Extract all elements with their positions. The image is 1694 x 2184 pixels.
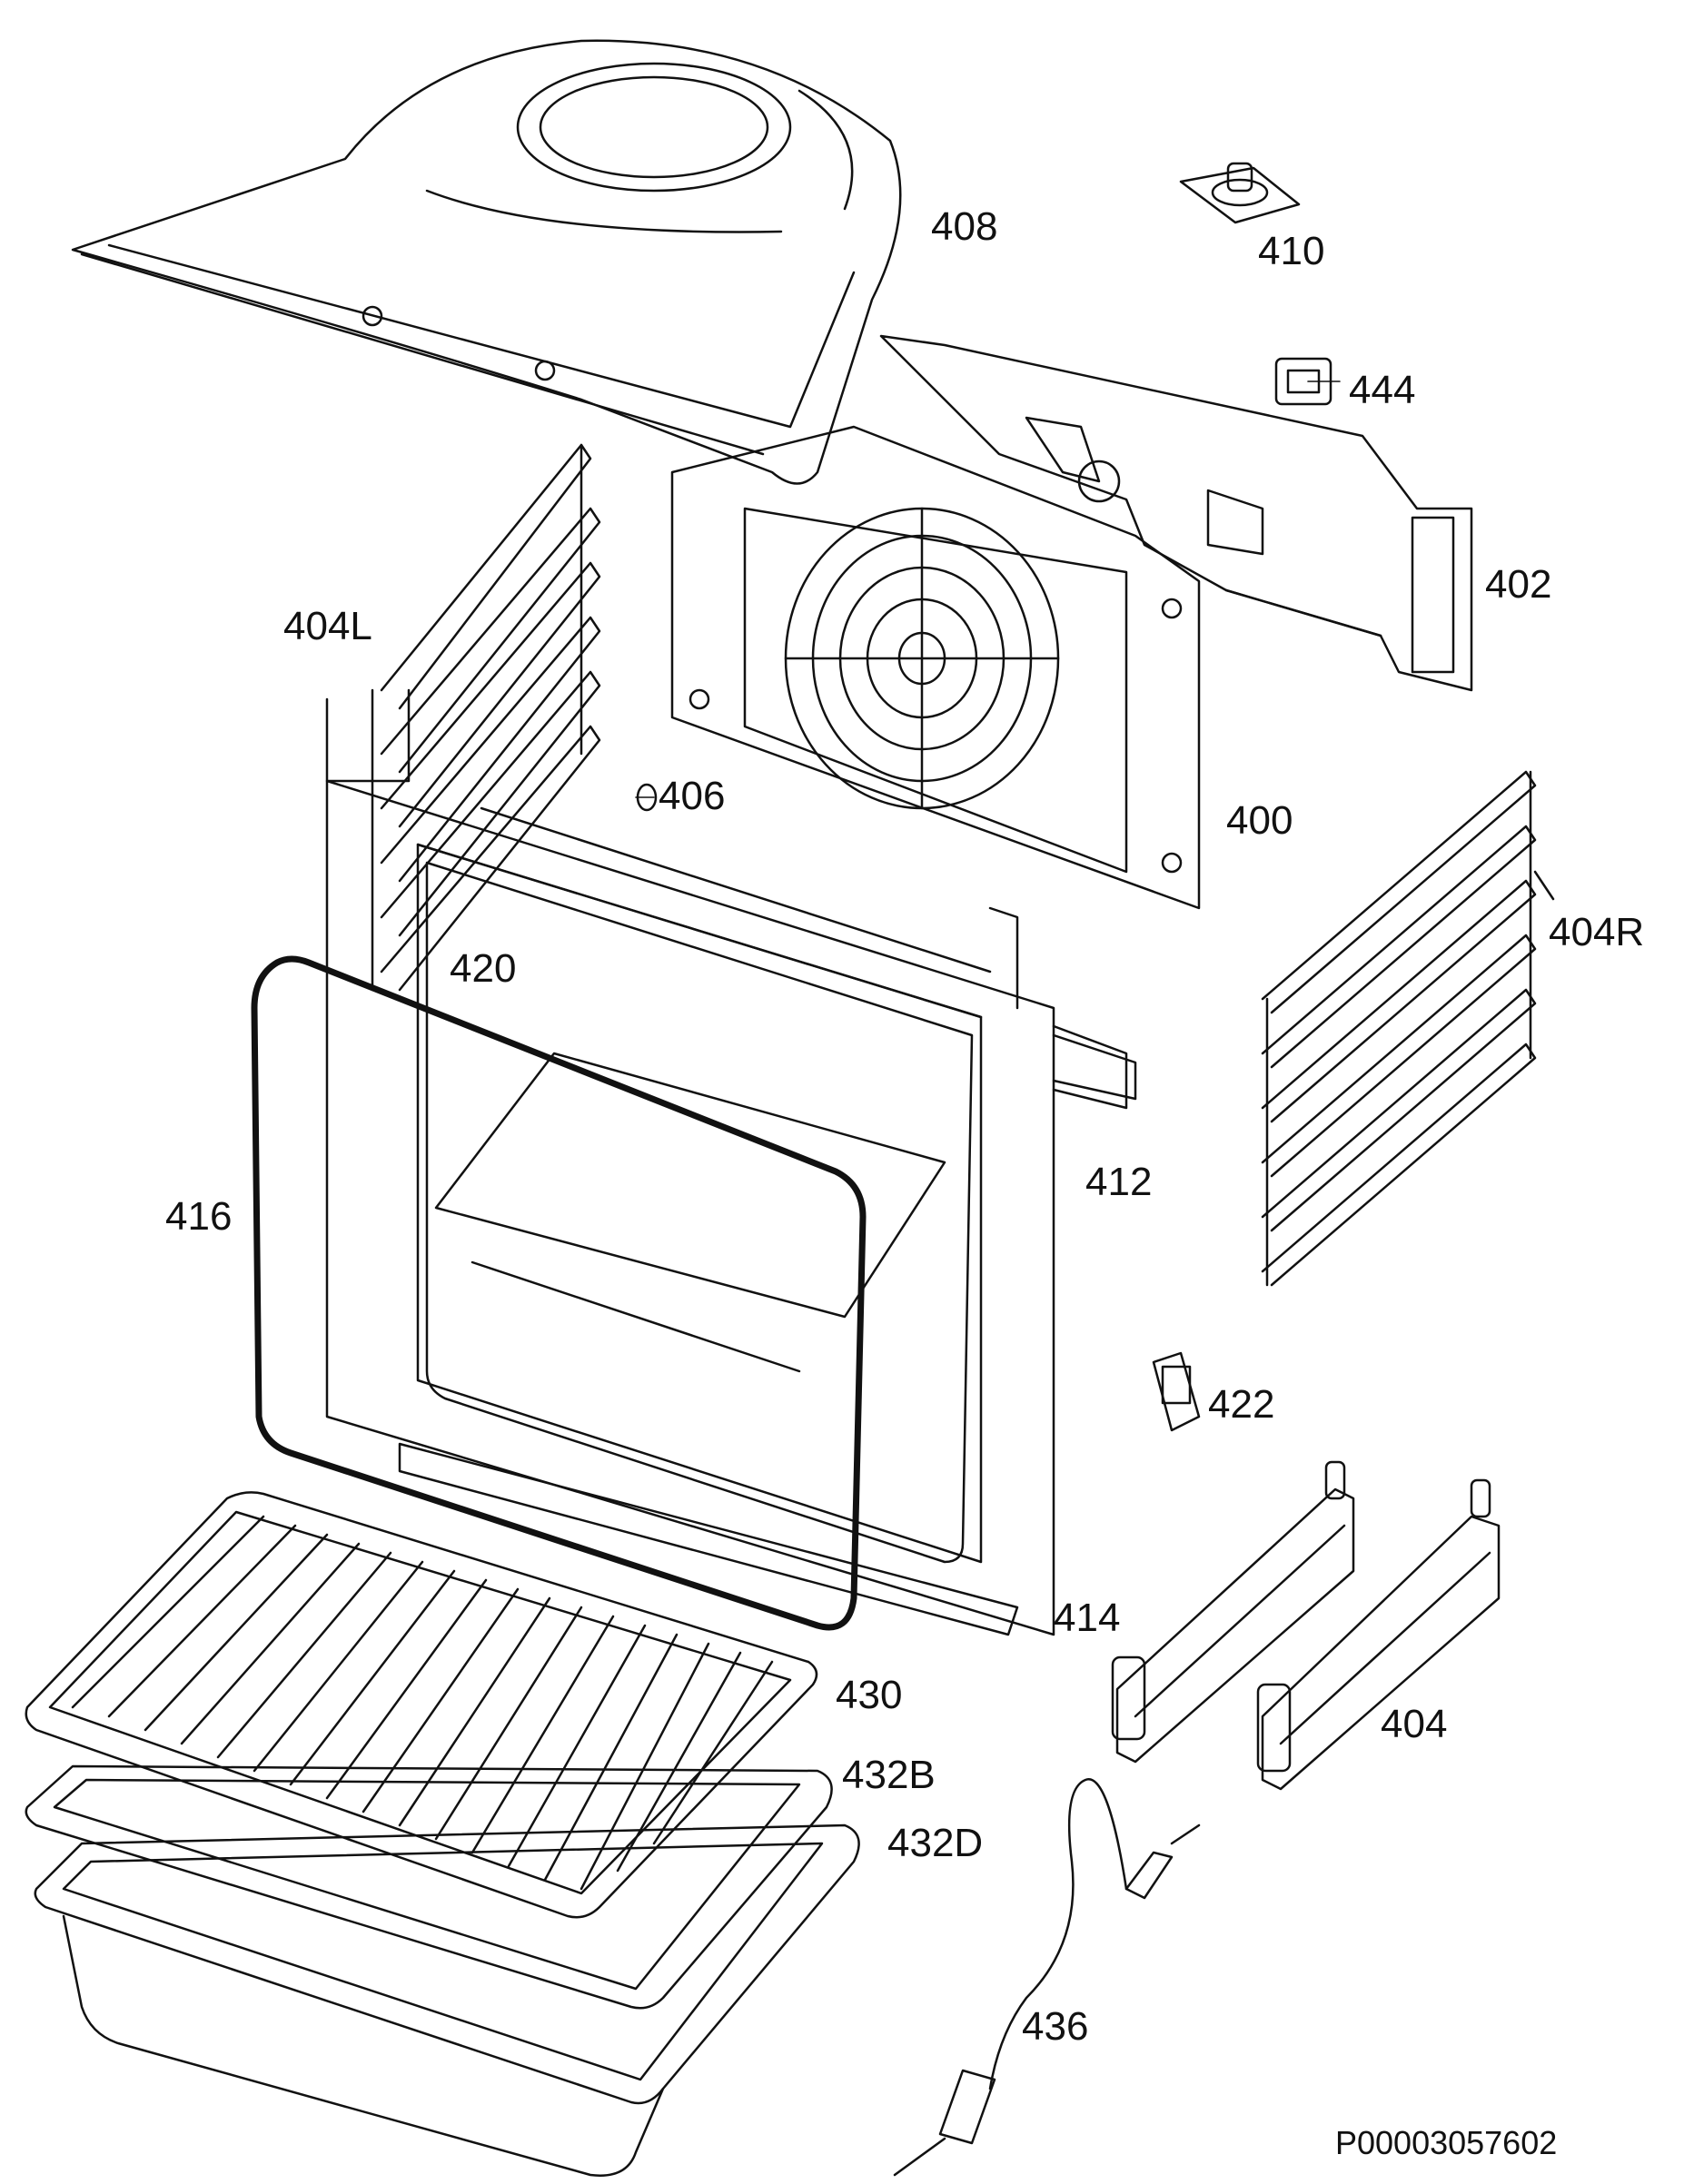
telescopic-runner-404-a[interactable] — [1111, 1460, 1355, 1764]
wire-rack-430[interactable] — [25, 1491, 818, 1919]
label-402: 402 — [1485, 562, 1552, 607]
door-gasket-416[interactable] — [251, 955, 867, 1631]
label-416: 416 — [165, 1194, 233, 1239]
top-cover-408[interactable] — [71, 39, 902, 485]
bracket-402[interactable] — [879, 334, 1473, 692]
label-422: 422 — [1208, 1382, 1275, 1427]
bracket-412[interactable] — [1052, 1024, 1128, 1110]
label-410: 410 — [1258, 229, 1325, 273]
label-404: 404 — [1381, 1702, 1448, 1746]
drawing-code: P00003057602 — [1335, 2124, 1558, 2161]
label-412: 412 — [1085, 1160, 1153, 1204]
baking-tray-432B[interactable] — [25, 1764, 833, 2010]
back-panel-400[interactable] — [670, 425, 1201, 910]
telescopic-runner-404-b[interactable] — [1256, 1478, 1501, 1791]
label-436: 436 — [1022, 2004, 1089, 2049]
deep-tray-432D[interactable] — [34, 1823, 860, 2177]
label-400: 400 — [1226, 798, 1293, 843]
shelf-rail-404R[interactable] — [1261, 770, 1555, 1287]
label-406: 406 — [659, 774, 726, 818]
shelf-rail-404L[interactable] — [325, 443, 601, 992]
oven-cavity-420[interactable] — [325, 779, 1137, 1636]
thermostat-410[interactable] — [1179, 162, 1301, 224]
label-432B: 432B — [842, 1753, 936, 1797]
label-408: 408 — [931, 204, 998, 249]
label-420: 420 — [450, 946, 517, 991]
leader-lines — [635, 380, 1341, 798]
label-404L: 404L — [283, 604, 372, 648]
meat-probe-436[interactable] — [893, 1778, 1201, 2177]
label-432D: 432D — [887, 1821, 984, 1865]
label-444: 444 — [1349, 368, 1416, 412]
label-414: 414 — [1054, 1596, 1121, 1640]
bottom-element-414[interactable] — [398, 1442, 1019, 1636]
label-430: 430 — [836, 1673, 903, 1717]
lamp-holder-422[interactable] — [1152, 1351, 1201, 1432]
label-404R: 404R — [1549, 910, 1645, 954]
